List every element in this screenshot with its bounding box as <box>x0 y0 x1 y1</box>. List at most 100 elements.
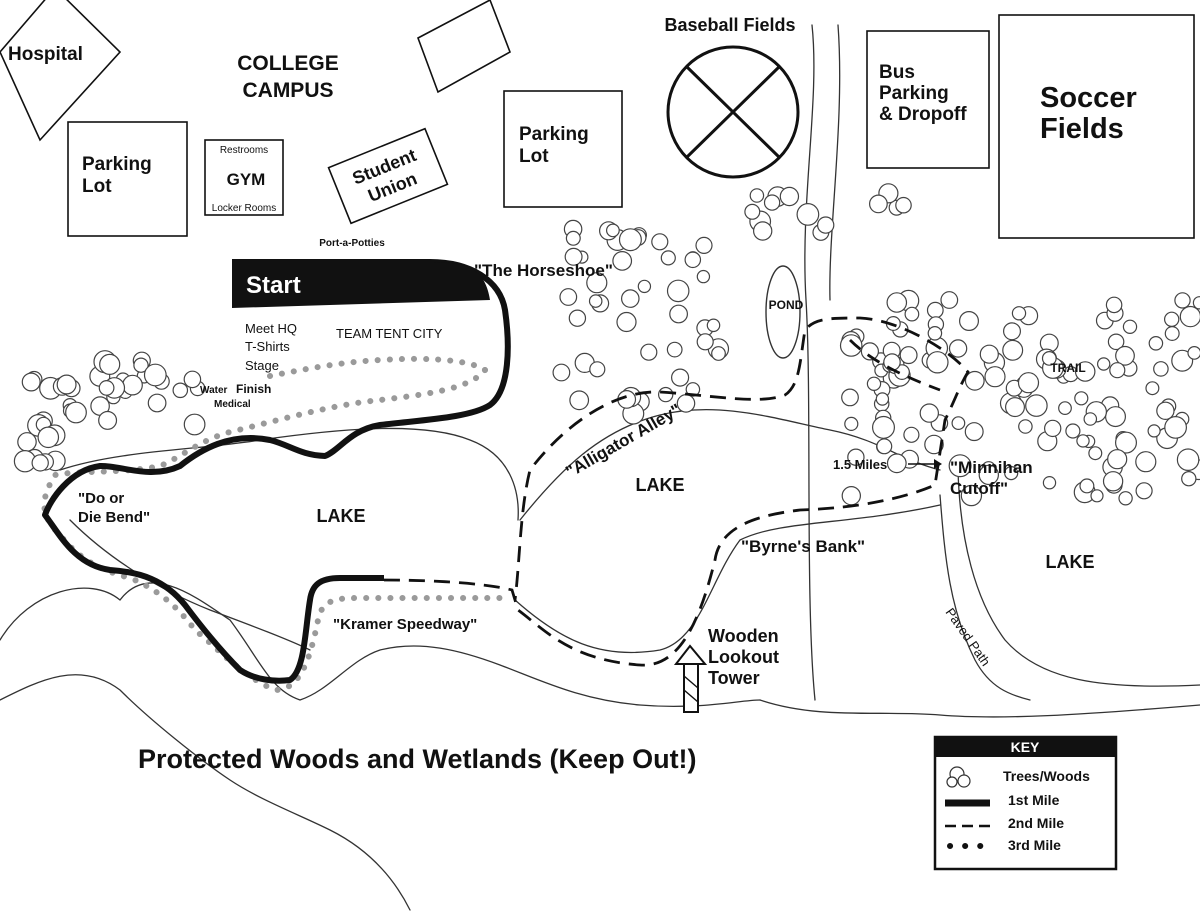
tree-icon <box>1002 339 1024 361</box>
paved-path-west-edge <box>804 24 816 701</box>
left-lake-north-shore <box>59 427 519 521</box>
tree-icon <box>1017 372 1040 394</box>
bus-parking-label-1: Bus <box>879 62 915 83</box>
tree-icon <box>1176 448 1200 471</box>
college-campus-label-1: COLLEGE <box>237 52 339 75</box>
tree-icon <box>172 382 189 399</box>
pond-label: POND <box>769 298 804 312</box>
tree-icon <box>895 196 912 214</box>
pond-shape <box>765 265 801 359</box>
tree-icon <box>1079 478 1095 494</box>
gym-restrooms-label: Restrooms <box>220 145 268 156</box>
tree-icon <box>658 386 674 403</box>
campus-building-small[interactable] <box>417 0 511 94</box>
tree-icon <box>640 343 658 361</box>
soccer-fields[interactable] <box>998 14 1195 239</box>
tree-icon <box>1102 471 1124 492</box>
start-label: Start <box>246 272 301 299</box>
tree-icon <box>1118 491 1133 506</box>
tree-icon <box>666 279 690 303</box>
parking-lot-left-label-1: Parking <box>82 154 152 175</box>
tree-icon <box>844 416 859 431</box>
tree-icon <box>1041 351 1057 366</box>
parking-lot-left[interactable] <box>67 121 188 237</box>
tree-icon <box>56 374 77 395</box>
tree-icon <box>871 415 895 439</box>
protected-woods-label: Protected Woods and Wetlands (Keep Out!) <box>138 744 697 774</box>
course-second-mile-spur[interactable] <box>849 339 941 392</box>
key-header <box>935 737 1116 757</box>
one-point-five-miles-label: 1.5 Miles <box>833 457 887 472</box>
tree-icon <box>841 486 862 506</box>
tree-icon <box>1174 292 1191 309</box>
one-point-five-arrowhead <box>934 459 942 469</box>
t-shirts-label: T-Shirts <box>245 339 290 354</box>
tree-icon <box>951 416 966 431</box>
hospital-label: Hospital <box>8 44 83 65</box>
paved-path-label: Paved Path <box>943 605 994 669</box>
tree-icon <box>886 292 908 313</box>
tree-icon <box>1114 431 1137 454</box>
south-woods-edge <box>759 699 1200 718</box>
minnihan-label-2: Cutoff" <box>950 479 1008 498</box>
tree-icon <box>924 434 944 455</box>
tree-icon <box>618 228 642 252</box>
tree-icon <box>588 294 603 308</box>
key-title: KEY <box>1011 739 1040 755</box>
tree-icon <box>21 372 41 392</box>
tree-icon <box>903 426 920 443</box>
minnihan-label-1: "Minnihan <box>950 458 1033 477</box>
tree-icon <box>876 438 893 455</box>
tree-icon <box>979 344 999 364</box>
tree-icon <box>1135 482 1153 500</box>
parking-lot-center-label-1: Parking <box>519 124 589 145</box>
tree-icon <box>606 223 620 238</box>
tree-icon <box>183 413 206 436</box>
key-third-mile-label: 3rd Mile <box>1008 837 1061 853</box>
course-third-mile-horseshoe[interactable] <box>257 355 488 381</box>
tree-icon <box>651 233 669 251</box>
tree-icon <box>927 325 943 341</box>
tree-icon <box>841 388 859 407</box>
paved-path-east-edge <box>829 24 841 301</box>
tree-icon <box>589 361 606 378</box>
bus-parking-building[interactable] <box>866 30 990 169</box>
parking-lot-center[interactable] <box>503 90 623 208</box>
tree-icon <box>706 318 721 333</box>
tree-icon <box>946 766 971 788</box>
tree-icon <box>869 194 888 214</box>
tree-icon <box>1145 381 1160 396</box>
tree-icon <box>1105 296 1123 314</box>
tree-icon <box>711 346 726 361</box>
do-or-die-label-2: Die Bend" <box>78 509 150 526</box>
gym-locker-rooms-label: Locker Rooms <box>212 203 276 214</box>
hospital-building[interactable] <box>0 0 122 142</box>
lookout-tower-icon[interactable] <box>673 644 708 713</box>
tree-icon <box>552 363 571 382</box>
finish-label: Finish <box>236 382 271 396</box>
key-second-mile-label: 2nd Mile <box>1008 815 1064 831</box>
tree-icon <box>612 250 633 271</box>
baseball-field-icon[interactable] <box>666 45 800 179</box>
lake-right-label: LAKE <box>1046 552 1095 572</box>
tower-label-1: Wooden <box>708 626 779 646</box>
tree-icon <box>763 194 781 211</box>
kramer-speedway-label: "Kramer Speedway" <box>333 616 477 633</box>
start-area[interactable] <box>232 262 490 308</box>
student-union-building[interactable] <box>327 127 449 225</box>
byrnes-bank-label: "Byrne's Bank" <box>741 537 865 556</box>
tree-icon <box>753 221 773 241</box>
course-second-mile[interactable] <box>383 316 970 667</box>
lake-left-label: LAKE <box>317 506 366 526</box>
woods-lower-border <box>0 674 411 911</box>
buildings: Hospital COLLEGE CAMPUS Parking Lot Rest… <box>0 0 1195 249</box>
tree-icon <box>940 291 959 309</box>
gym-building[interactable] <box>204 139 284 216</box>
tree-icon <box>1115 345 1135 366</box>
tree-icon <box>559 288 578 306</box>
course <box>41 259 970 713</box>
course-first-mile[interactable] <box>42 259 511 684</box>
tree-icon <box>695 236 713 254</box>
tower-label-2: Lookout <box>708 647 779 667</box>
tree-icon <box>17 432 37 452</box>
